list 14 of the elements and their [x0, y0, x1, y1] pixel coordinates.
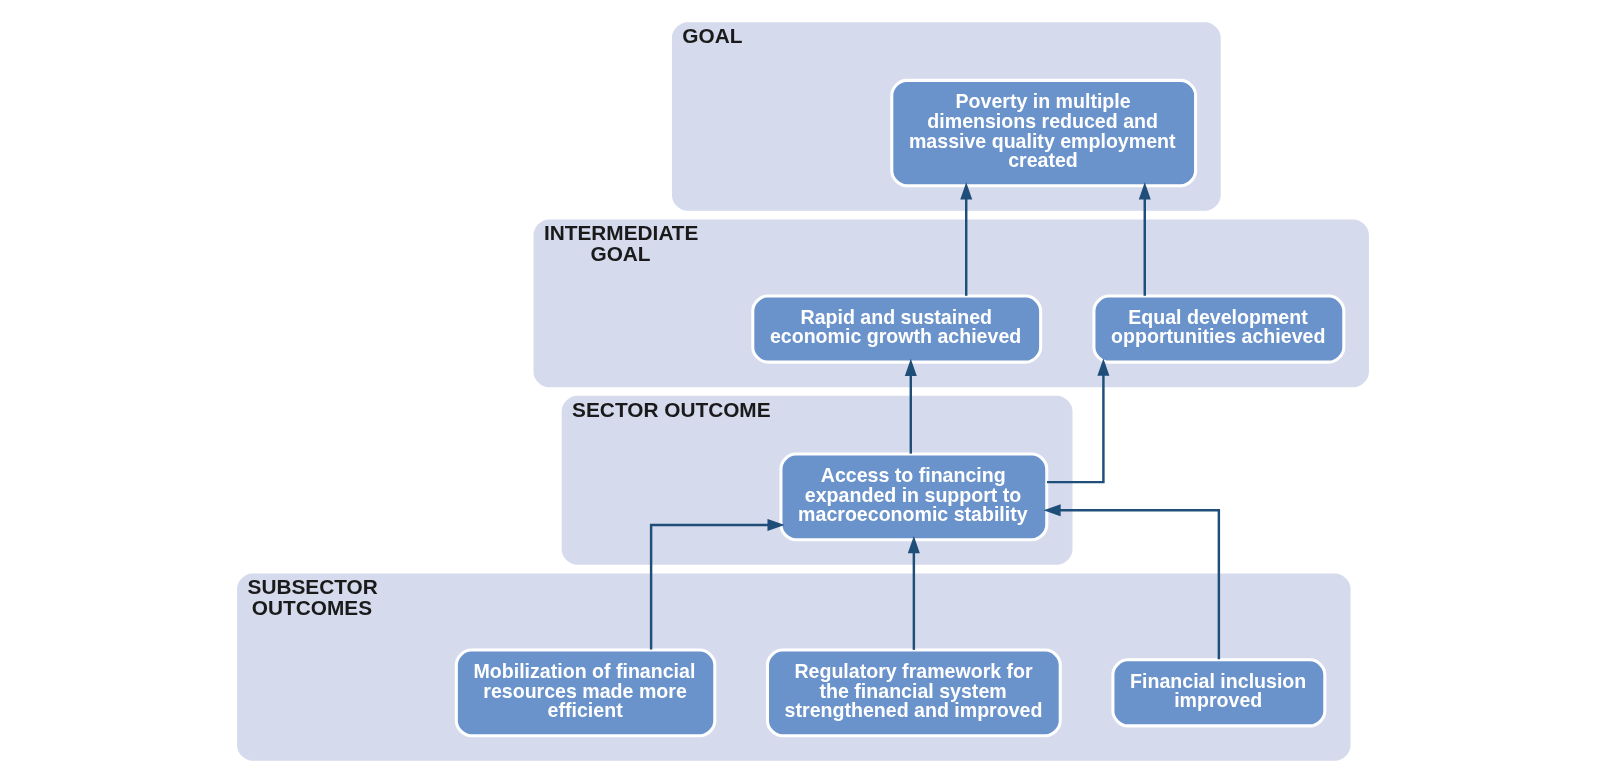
node-box: Poverty in multiple dimensions reduced and massive quality employment created	[890, 78, 1198, 188]
arrow	[1043, 504, 1221, 660]
node-box: Financial inclusion improved	[1111, 658, 1327, 728]
node-box: Regulatory framework for the financial system strengthened and improved	[765, 648, 1062, 738]
node-box: Rapid and sustained economic growth achieved	[751, 294, 1043, 364]
arrow	[1047, 358, 1110, 484]
arrow	[1138, 182, 1151, 296]
arrow	[649, 519, 785, 650]
node-box: Access to financing expanded in support to macroeconomic stability	[779, 452, 1049, 542]
node-box: Mobilization of financial resources made more efficient	[454, 648, 717, 738]
arrow	[904, 358, 917, 454]
arrow	[907, 536, 920, 650]
node-box: Equal development opportunities achieved	[1092, 294, 1346, 364]
arrow	[960, 182, 973, 296]
